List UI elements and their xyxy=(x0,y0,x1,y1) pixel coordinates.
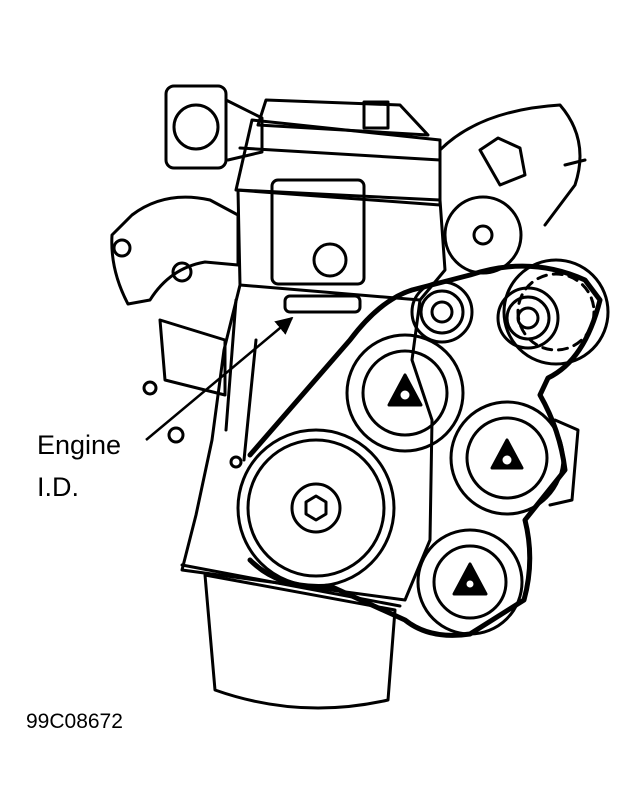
power-steering-pulley-inner xyxy=(361,349,449,437)
engine-id-callout-line-2: I.D. xyxy=(37,472,80,502)
oil-cap xyxy=(362,100,390,130)
alternator-fan xyxy=(516,272,596,352)
engine-id-callout-line-1: Engine xyxy=(37,430,122,460)
crankshaft-pulley xyxy=(236,428,396,588)
tensioner-pulley-right-ring xyxy=(505,295,551,341)
crankshaft-pulley-rim xyxy=(246,438,386,578)
water-pump-center xyxy=(463,577,477,591)
engine-block xyxy=(180,188,447,602)
manifold-stud xyxy=(142,380,158,396)
throttle-linkage xyxy=(224,98,264,162)
fuel-rail xyxy=(238,146,442,162)
manifold-runner xyxy=(158,318,227,397)
oil-pan xyxy=(203,573,397,710)
ac-compressor-clutch xyxy=(465,416,549,500)
block-rib xyxy=(242,338,258,462)
engine-id-pad xyxy=(283,294,362,314)
manifold-bolt xyxy=(171,261,193,283)
power-steering-pulley xyxy=(345,333,465,453)
sensor-lead xyxy=(563,158,587,167)
sensor-connector xyxy=(478,136,527,187)
ac-compressor-center xyxy=(499,452,515,468)
ac-compressor-body xyxy=(548,418,580,507)
crankshaft-bolt xyxy=(304,494,328,522)
alternator xyxy=(502,258,610,366)
tensioner-pulley-right-hub xyxy=(516,306,540,330)
upper-hose xyxy=(438,103,582,227)
water-pump-pulley-inner xyxy=(432,544,508,620)
throttle-bore xyxy=(172,103,220,151)
block-stud xyxy=(229,455,243,469)
valve-cover xyxy=(256,98,430,137)
crankshaft-pulley-hub xyxy=(290,482,342,534)
callout-leader xyxy=(145,316,294,441)
block-rib xyxy=(238,283,422,302)
throttle-body xyxy=(164,84,228,170)
tensioner-pulley-left-hub xyxy=(430,300,454,324)
tensioner-pulley-left-ring xyxy=(419,289,465,335)
block-rib xyxy=(224,298,238,432)
block-plug xyxy=(312,242,348,278)
tensioner-pulley-right xyxy=(496,286,560,350)
figure-number: 99C08672 xyxy=(26,710,123,733)
block-stud xyxy=(167,426,185,444)
power-steering-center xyxy=(397,387,413,403)
serpentine-belt xyxy=(247,263,603,638)
intake-manifold xyxy=(110,195,240,306)
timing-housing xyxy=(270,178,366,286)
idler-pulley-top-hub xyxy=(472,224,494,246)
idler-pulley-top xyxy=(443,195,523,275)
manifold-bolt xyxy=(112,238,132,258)
